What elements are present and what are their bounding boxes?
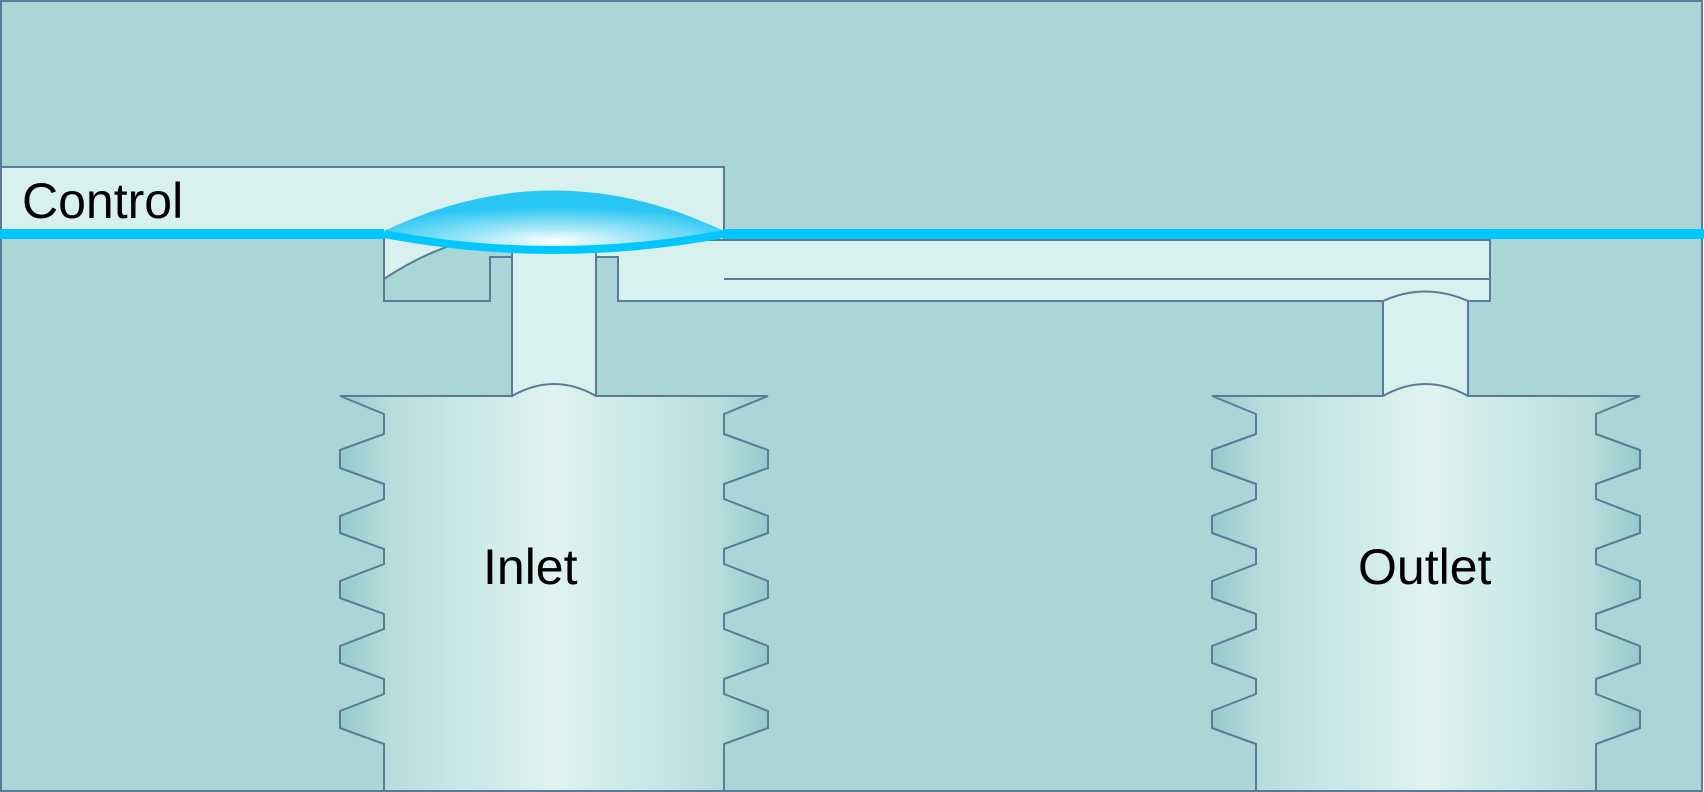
- outlet-label: Outlet: [1358, 539, 1492, 595]
- outlet-via: [1382, 290, 1469, 397]
- inlet-label: Inlet: [483, 539, 578, 595]
- control-label: Control: [22, 173, 183, 229]
- inlet-via: [511, 249, 597, 397]
- inlet-port: [339, 383, 769, 792]
- membrane-deflected: [383, 230, 725, 254]
- outlet-port: [1211, 383, 1641, 792]
- membrane-bulge: [384, 190, 724, 247]
- fluid-channel: [595, 239, 1491, 302]
